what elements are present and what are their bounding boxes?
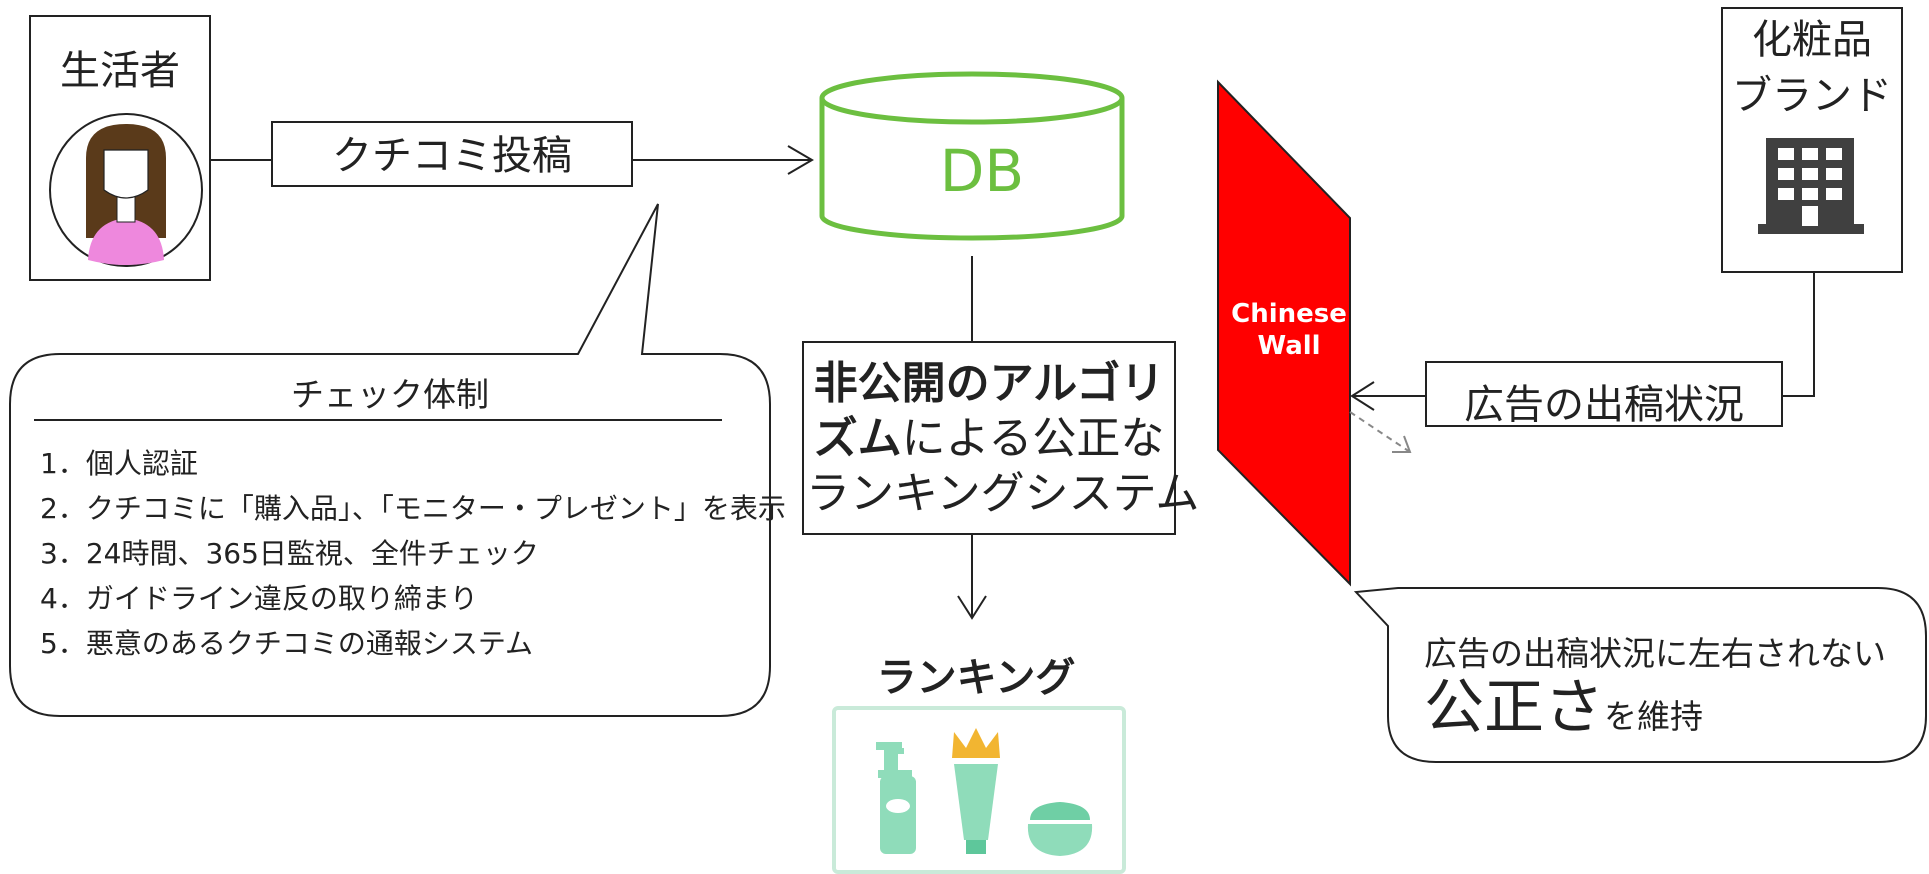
fairness-bubble [1353,587,1927,763]
check-item: 5．悪意のあるクチコミの通報システム [40,627,533,660]
bottle-label [886,799,910,813]
tube-icon [954,764,998,854]
post-label: クチコミ投稿 [332,133,572,179]
fairness-big: 公正さ [1424,673,1604,743]
check-item: 4．ガイドライン違反の取り締まり [40,582,478,615]
fairness-line2: 公正さを維持 [1424,668,1703,757]
ranking-label: ランキング [876,655,1076,701]
brand-label-line1: 化粧品 [1752,17,1872,63]
building-windows [1778,148,1842,226]
jar-icon [1027,802,1093,856]
fairness-line1: 広告の出稿状況に左右されない [1424,634,1886,673]
post-db-arrowhead [787,145,814,175]
wall-line1: Chinese [1231,299,1347,329]
check-item: 3．24時間、365日監視、全件チェック [40,537,539,570]
db-label: DB [939,137,1025,205]
algorithm-line2-rest: による公正な [901,413,1165,464]
ad-status-label: 広告の出稿状況 [1464,382,1744,428]
algorithm-bold-line2: ズム [813,413,902,464]
algorithm-bold-line1: 非公開のアルゴリ [813,358,1165,409]
check-item: 2．クチコミに「購入品」、「モニター・プレゼント」を表示 [40,492,786,525]
chinese-wall [1217,79,1351,587]
post-box [271,121,633,187]
bottle-icon [876,742,916,854]
check-system-bubble [9,203,771,717]
algorithm-box [802,341,1176,535]
fairness-small: を維持 [1604,697,1703,736]
brand-ad-connector [1782,272,1815,397]
consumer-label: 生活者 [60,48,180,94]
deflect-dashed-arrowhead [1392,435,1412,453]
ad-status-box [1425,361,1783,427]
person-icon [49,113,203,267]
db-cylinder [819,71,1125,241]
algorithm-text: 非公開のアルゴリ ズムによる公正な ランキングシステム [806,356,1200,521]
deflect-dashed-arrow [1349,411,1411,453]
wall-line2: Wall [1257,331,1321,361]
algo-ranking-arrowhead [957,595,987,620]
chinese-wall-label: Chinese Wall [1214,298,1364,362]
crown-icon [952,728,1000,758]
check-system-list: 1．個人認証 2．クチコミに「購入品」、「モニター・プレゼント」を表示 3．24… [40,441,786,666]
algorithm-line3: ランキングシステム [806,468,1200,519]
check-item: 1．個人認証 [40,447,198,480]
brand-label: 化粧品 ブランド [1722,12,1902,124]
ad-wall-arrowhead [1350,381,1375,411]
brand-label-line2: ブランド [1732,73,1892,119]
check-system-title: チェック体制 [291,375,489,414]
